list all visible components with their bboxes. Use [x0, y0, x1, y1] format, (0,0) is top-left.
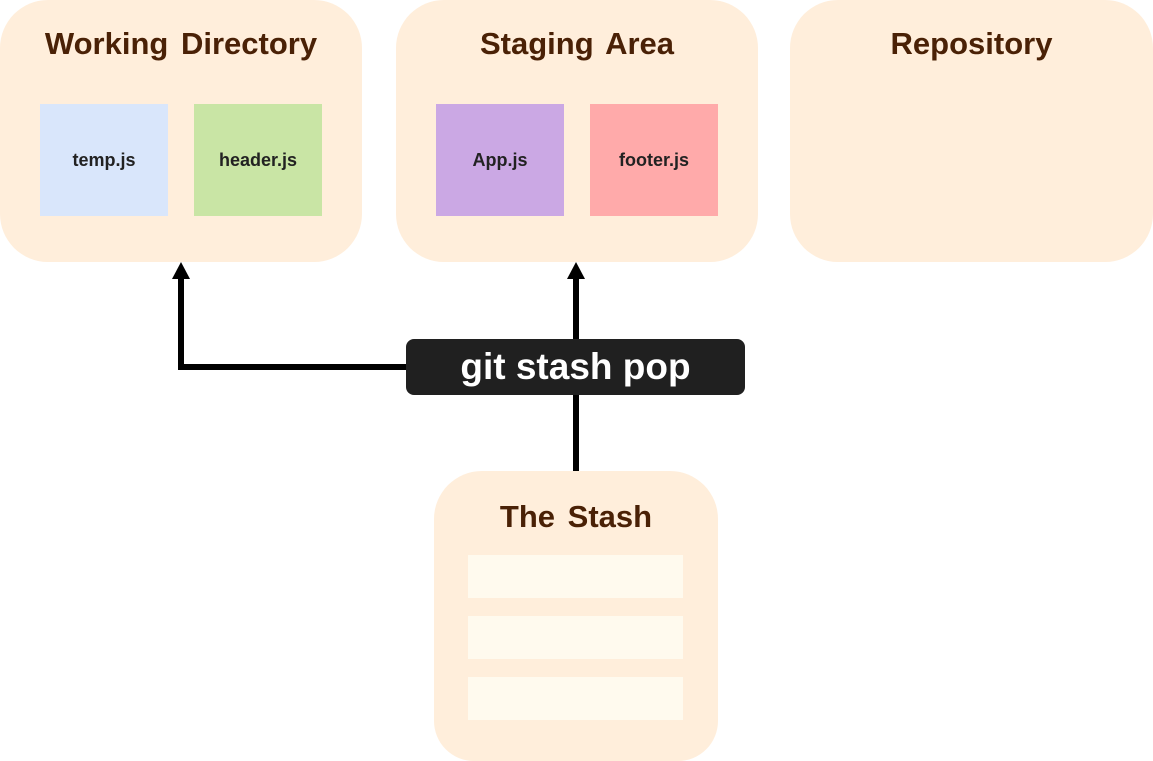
repository-panel: Repository [790, 0, 1153, 262]
stash-entry [468, 677, 683, 720]
arrow-to-working-directory-head [172, 262, 190, 279]
file-temp-js: temp.js [40, 104, 168, 216]
arrow-to-staging-area-head [567, 262, 585, 279]
stash-entry [468, 555, 683, 598]
file-footer-js: footer.js [590, 104, 718, 216]
staging-area-title: Staging Area [479, 26, 675, 61]
repository-title: Repository [890, 26, 1053, 61]
stash-title: The Stash [499, 499, 653, 534]
file-header-js: header.js [194, 104, 322, 216]
arrow-to-working-directory [178, 278, 579, 471]
git-stash-pop-command-label: git stash pop [406, 339, 745, 395]
working-directory-title: Working Directory [44, 26, 318, 61]
stash-panel: The Stash [434, 471, 718, 761]
stash-entry [468, 616, 683, 659]
working-directory-panel: Working Directory temp.js header.js [0, 0, 362, 262]
file-app-js: App.js [436, 104, 564, 216]
staging-area-panel: Staging Area App.js footer.js [396, 0, 758, 262]
